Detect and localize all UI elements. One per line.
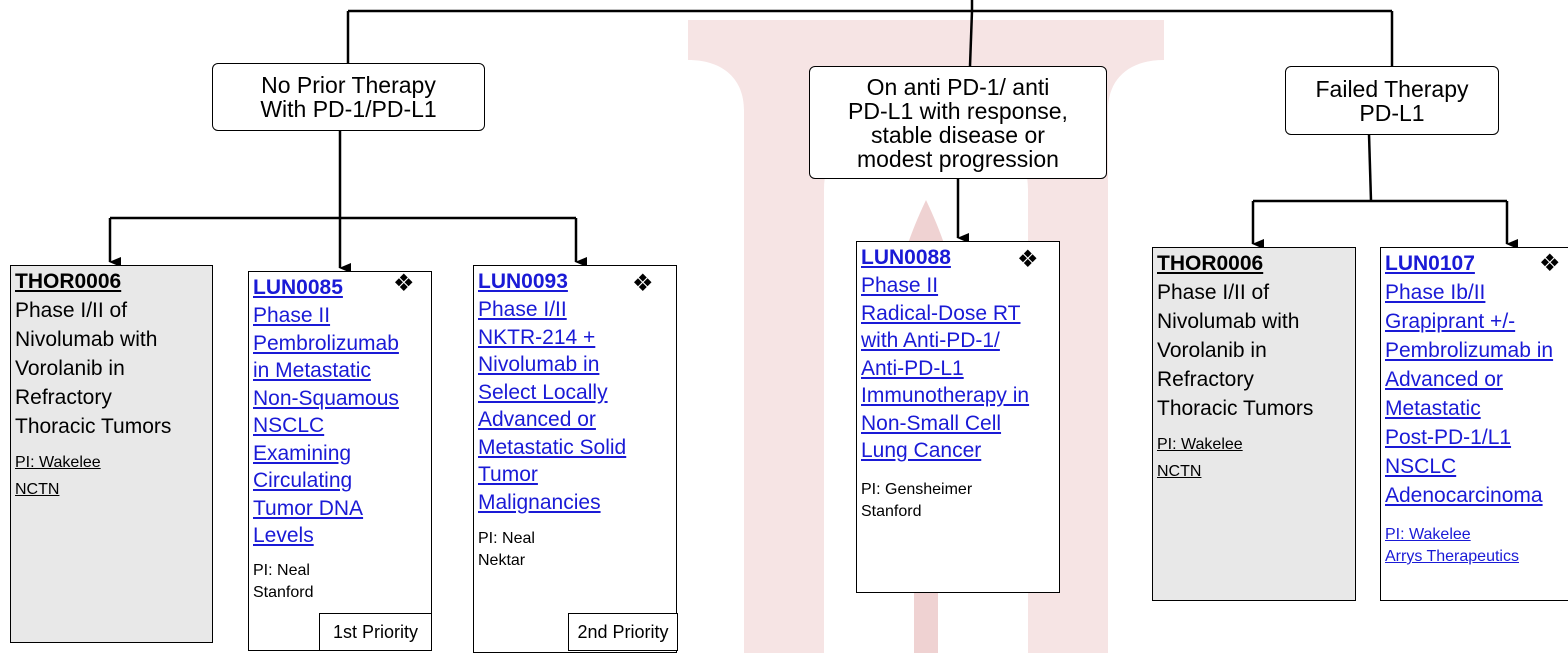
trial-card-thor0006-failed: THOR0006 Phase I/II of Nivolumab with Vo… [1152, 247, 1356, 601]
trial-card-lun0085[interactable]: LUN0085 Phase II Pembrolizumab in Metast… [248, 271, 432, 651]
trial-title[interactable]: Phase I/II NKTR-214 + Nivolumab in Selec… [478, 298, 627, 514]
trial-title: Phase I/II of Nivolumab with Vorolanib i… [15, 299, 172, 438]
trial-id: THOR0006 [1157, 252, 1264, 275]
trial-id: THOR0006 [15, 270, 122, 293]
trial-pi: PI: Neal Nektar [478, 530, 535, 569]
branch-failed-therapy: Failed Therapy PD-L1 [1285, 66, 1499, 135]
trial-card-lun0088[interactable]: LUN0088 Phase II Radical-Dose RT with An… [856, 241, 1060, 593]
trial-card-lun0107[interactable]: LUN0107 Phase Ib/II Grapiprant +/- Pembr… [1380, 247, 1568, 601]
diamond-suit-icon: ❖ [1539, 250, 1561, 277]
trial-title[interactable]: Phase Ib/II Grapiprant +/- Pembrolizumab… [1385, 281, 1554, 507]
trial-pi: PI: Neal Stanford [253, 561, 314, 601]
trial-pi: PI: Gensheimer Stanford [861, 480, 973, 520]
trial-id[interactable]: LUN0107 [1385, 252, 1475, 275]
trial-id[interactable]: LUN0093 [478, 270, 568, 293]
branch-on-anti-pd1: On anti PD-1/ anti PD-L1 with response, … [809, 66, 1107, 179]
trial-pi[interactable]: PI: Wakelee [1157, 436, 1243, 453]
trial-id[interactable]: LUN0088 [861, 246, 951, 269]
trial-pi[interactable]: PI: Wakelee [15, 454, 101, 471]
branch-no-prior-therapy: No Prior Therapy With PD-1/PD-L1 [212, 63, 485, 131]
trial-title: Phase I/II of Nivolumab with Vorolanib i… [1157, 281, 1314, 420]
trial-sponsor[interactable]: NCTN [1157, 463, 1202, 480]
trial-sponsor[interactable]: Arrys Therapeutics [1385, 548, 1519, 565]
trial-title[interactable]: Phase II Radical-Dose RT with Anti-PD-1/… [861, 274, 1030, 462]
trial-id[interactable]: LUN0085 [253, 276, 343, 299]
trial-pi[interactable]: PI: Wakelee [1385, 526, 1471, 543]
diamond-suit-icon: ❖ [393, 270, 415, 297]
trial-title[interactable]: Phase II Pembrolizumab in Metastatic Non… [253, 304, 399, 547]
trial-card-lun0093[interactable]: LUN0093 Phase I/II NKTR-214 + Nivolumab … [473, 265, 678, 653]
diamond-suit-icon: ❖ [1017, 246, 1039, 273]
priority-badge: 1st Priority [319, 613, 432, 651]
diamond-suit-icon: ❖ [632, 270, 654, 297]
trial-sponsor[interactable]: NCTN [15, 481, 60, 498]
priority-badge: 2nd Priority [568, 613, 678, 651]
trial-card-thor0006: THOR0006 Phase I/II of Nivolumab with Vo… [10, 265, 213, 643]
